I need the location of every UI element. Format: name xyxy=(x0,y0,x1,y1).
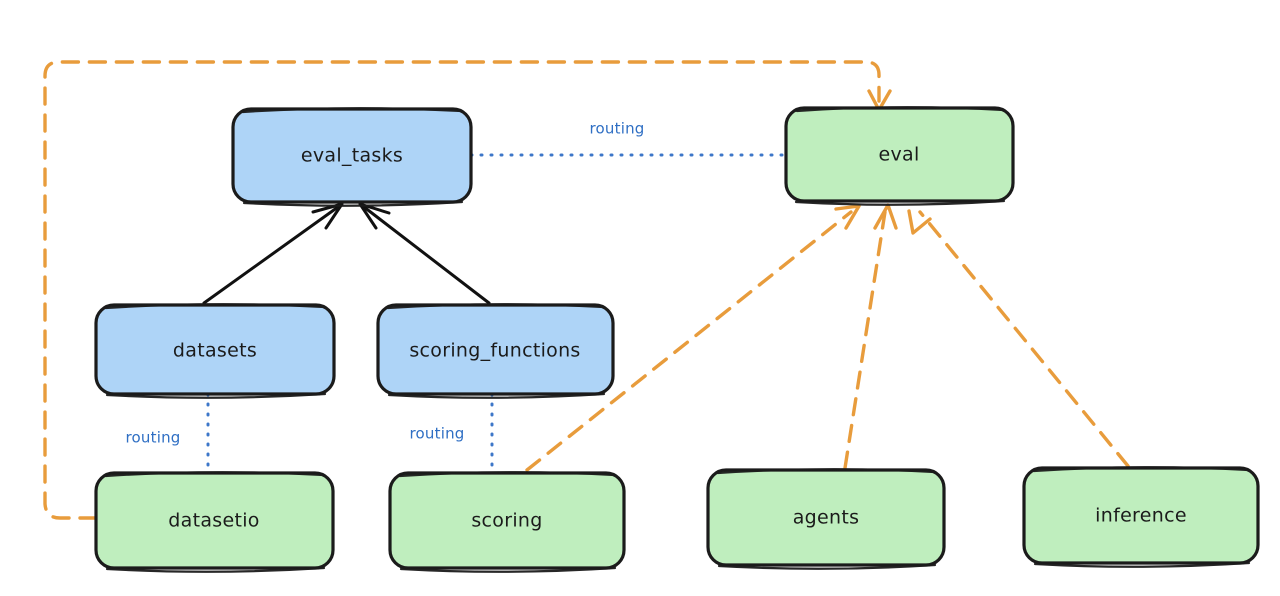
edge-inference-to-eval xyxy=(907,209,1130,468)
node-datasets[interactable]: datasets xyxy=(94,303,336,399)
edge-label-routing-eval-tasks: routing xyxy=(590,120,645,138)
node-inference[interactable]: inference xyxy=(1022,466,1260,568)
node-scoring-functions[interactable]: scoring_functions xyxy=(376,303,615,399)
node-label-scoring: scoring xyxy=(471,510,542,532)
edge-scoring-to-eval xyxy=(525,204,861,472)
node-scoring[interactable]: scoring xyxy=(388,471,626,573)
node-label-agents: agents xyxy=(793,507,860,529)
node-label-datasets: datasets xyxy=(173,340,257,362)
edge-agents-to-eval xyxy=(843,203,898,470)
node-agents[interactable]: agents xyxy=(706,468,946,570)
node-label-inference: inference xyxy=(1095,505,1187,527)
edge-label-routing-scoring-functions: routing xyxy=(410,425,465,443)
node-label-scoring-functions: scoring_functions xyxy=(409,340,580,362)
edge-label-routing-datasets: routing xyxy=(126,429,181,447)
node-label-eval-tasks: eval_tasks xyxy=(301,145,403,167)
node-eval-tasks[interactable]: eval_tasks xyxy=(231,107,473,207)
node-label-datasetio: datasetio xyxy=(168,510,259,532)
node-eval[interactable]: eval xyxy=(784,106,1015,206)
node-datasetio[interactable]: datasetio xyxy=(94,471,335,573)
node-label-eval: eval xyxy=(878,144,919,166)
edge-datasets-to-eval-tasks xyxy=(202,202,344,305)
edge-scoring-functions-to-eval-tasks xyxy=(358,202,491,305)
